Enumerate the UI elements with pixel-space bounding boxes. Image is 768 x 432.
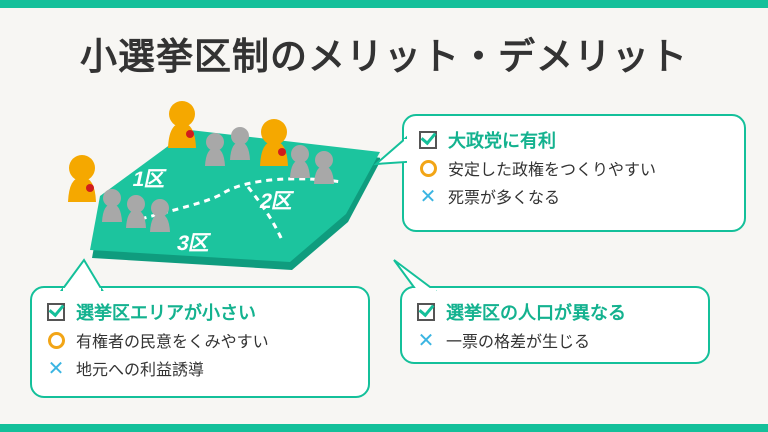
pawn-gray <box>290 145 310 178</box>
checkbox-icon <box>418 130 438 150</box>
top-accent-bar <box>0 0 768 8</box>
demerit-text: 死票が多くなる <box>448 188 561 207</box>
pawn-gray <box>150 199 170 232</box>
checkbox-icon <box>46 302 66 322</box>
rosette <box>86 184 94 192</box>
rosette <box>186 130 194 138</box>
pawn-winner <box>168 101 196 148</box>
bottom-accent-bar <box>0 424 768 432</box>
callout-tail <box>393 259 437 292</box>
callout-small-area: 選挙区エリアが小さい 有権者の民意をくみやすい ✕ 地元への利益誘導 <box>30 258 370 398</box>
district-label-2: 2区 <box>258 190 295 213</box>
cross-icon: ✕ <box>419 184 437 208</box>
pawn-gray <box>205 133 225 166</box>
pawn-gray <box>126 195 146 228</box>
callout-heading: 選挙区の人口が異なる <box>446 303 626 324</box>
district-label-3: 3区 <box>175 232 212 255</box>
callout-tail <box>373 135 408 166</box>
demerit-text: 一票の格差が生じる <box>446 332 591 351</box>
district-label-1: 1区 <box>131 168 168 191</box>
pawn-winner <box>260 119 288 166</box>
callout-population: 選挙区の人口が異なる ✕ 一票の格差が生じる <box>393 259 710 364</box>
cross-icon: ✕ <box>47 356 65 380</box>
pawn-gray <box>314 151 334 184</box>
demerit-text: 地元への利益誘導 <box>76 360 205 379</box>
page-title: 小選挙区制のメリット・デメリット <box>80 35 688 78</box>
callout-major-party: 大政党に有利 安定した政権をつくりやすい ✕ 死票が多くなる <box>373 114 746 232</box>
rosette <box>278 148 286 156</box>
pawn-gray <box>230 127 250 160</box>
merit-text: 有権者の民意をくみやすい <box>76 332 269 351</box>
district-border <box>129 177 343 224</box>
pawn-gray <box>102 189 122 222</box>
pawn-winner <box>68 155 96 202</box>
callout-heading: 選挙区エリアが小さい <box>76 303 256 324</box>
merit-text: 安定した政権をつくりやすい <box>448 160 657 179</box>
checkbox-icon <box>416 302 436 322</box>
circle-icon <box>46 330 66 350</box>
circle-icon <box>418 158 438 178</box>
callout-heading: 大政党に有利 <box>448 131 556 152</box>
district-map-illustration: 1区 2区 3区 <box>68 101 380 270</box>
district-border <box>246 186 284 241</box>
cross-icon: ✕ <box>417 328 435 352</box>
callout-tail <box>60 258 104 292</box>
